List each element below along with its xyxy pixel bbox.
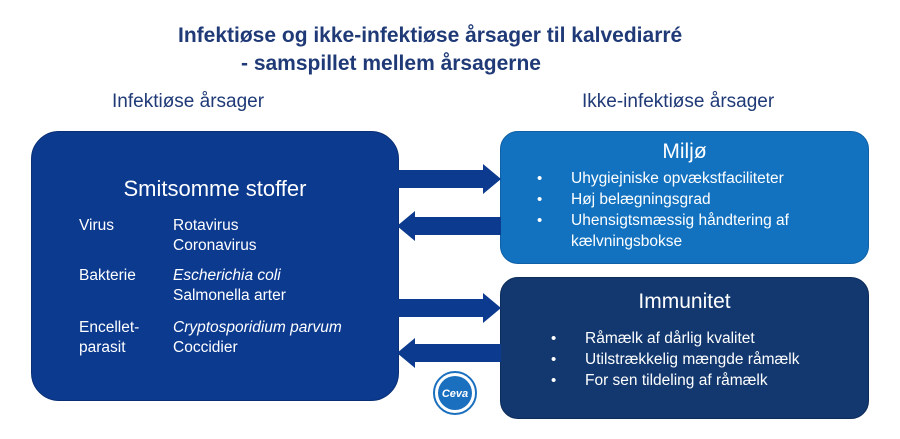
bullet-icon: •	[551, 372, 557, 389]
list-item: •For sen tildeling af råmælk	[551, 372, 768, 389]
list-item: •Utilstrækkelig mængde råmælk	[551, 351, 800, 368]
parasite-value-2: Coccidier	[173, 339, 238, 356]
list-item: •Høj belægningsgrad	[537, 191, 711, 208]
bullet-icon: •	[537, 191, 543, 208]
bullet-icon: •	[537, 212, 543, 229]
list-item: •Råmælk af dårlig kvalitet	[551, 330, 755, 347]
parasite-label: Encellet-parasit	[79, 319, 140, 356]
arrow-left-from-immunity-icon	[397, 338, 501, 368]
non-infectious-column-heading: Ikke-infektiøse årsager	[582, 91, 775, 112]
immunity-list: •Råmælk af dårlig kvalitet •Utilstrækkel…	[551, 328, 799, 391]
arrow-right-to-environment-icon	[397, 164, 501, 194]
title-line-2: - samspillet mellem årsagerne	[241, 52, 541, 75]
bacteria-value-2: Salmonella arter	[173, 287, 286, 304]
virus-label: Virus	[79, 217, 115, 234]
infectious-column-heading: Infektiøse årsager	[112, 91, 265, 112]
bacteria-value-1: Escherichia coli	[173, 267, 281, 284]
title-line-1: Infektiøse og ikke-infektiøse årsager ti…	[178, 24, 683, 47]
bullet-icon: •	[537, 170, 543, 187]
bullet-icon: •	[551, 351, 557, 368]
bacteria-label: Bakterie	[79, 267, 136, 284]
infectious-agents-heading: Smitsomme stoffer	[123, 176, 307, 201]
parasite-value-1: Cryptosporidium parvum	[173, 319, 342, 336]
immunity-box: Immunitet •Råmælk af dårlig kvalitet •Ut…	[500, 277, 869, 419]
bullet-icon: •	[551, 330, 557, 347]
list-item: •Uhygiejniske opvækstfaciliteter	[537, 170, 784, 187]
virus-value-1: Rotavirus	[173, 217, 239, 234]
arrow-right-to-immunity-icon	[397, 293, 501, 323]
list-item: •Uhensigtsmæssig håndtering af kælvnings…	[537, 212, 789, 250]
arrow-left-from-environment-icon	[397, 211, 501, 241]
environment-heading: Miljø	[662, 140, 707, 163]
ceva-logo-icon: Ceva	[433, 371, 477, 415]
environment-list: •Uhygiejniske opvækstfaciliteter •Høj be…	[537, 168, 841, 252]
virus-value-2: Coronavirus	[173, 237, 257, 254]
ceva-logo-text: Ceva	[442, 388, 468, 400]
infectious-agents-box: Smitsomme stoffer Virus Rotavirus Corona…	[31, 131, 399, 401]
immunity-heading: Immunitet	[638, 290, 731, 313]
environment-box: Miljø •Uhygiejniske opvækstfaciliteter •…	[500, 131, 869, 264]
